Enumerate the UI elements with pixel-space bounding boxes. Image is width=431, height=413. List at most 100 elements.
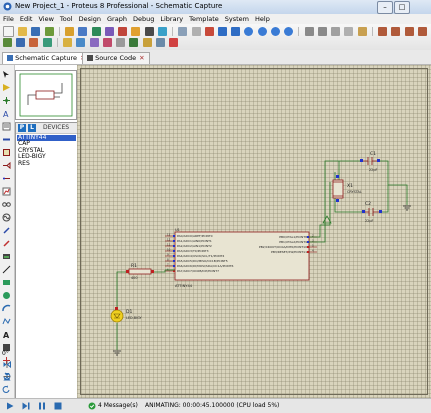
menu-edit[interactable]: Edit [19,15,33,23]
terminals-icon[interactable] [2,161,11,170]
path-2d-icon[interactable] [2,317,11,326]
netlist-to-ares-icon[interactable] [169,38,179,47]
wire-autorouter-icon[interactable] [63,38,73,47]
wire-label-icon[interactable]: A [2,109,11,118]
close-project-icon[interactable] [44,27,54,36]
new-sheet-icon[interactable] [102,38,112,47]
bus-icon[interactable] [2,135,11,144]
block-copy-icon[interactable] [378,27,388,36]
property-assignment-icon[interactable] [89,38,99,47]
library-manager-button[interactable]: L [28,124,36,132]
device-item-attiny44[interactable]: ATTINY44 [17,134,76,142]
crystal-x1[interactable] [332,179,344,199]
arc-2d-icon[interactable] [2,304,11,313]
wire-to-ground[interactable] [388,184,408,205]
minimize-button[interactable]: – [377,1,393,14]
stop-icon[interactable] [54,402,62,410]
crosshair-icon[interactable] [217,27,227,36]
origin-icon[interactable] [204,27,214,36]
undo-icon[interactable] [304,27,314,36]
pick-devices-button[interactable]: P [18,124,26,132]
new-file-icon[interactable] [3,26,14,37]
ground-symbol-caps[interactable] [403,205,411,211]
save-icon[interactable] [31,27,41,36]
capacitor-c1[interactable] [363,157,377,165]
help-icon[interactable] [157,27,167,36]
symbol-2d-icon[interactable] [2,343,11,352]
search-tag-icon[interactable] [76,38,86,47]
device-item-res[interactable]: RES [18,159,30,167]
wire-xtal2[interactable] [309,160,339,243]
menu-system[interactable]: System [224,15,250,23]
zoom-all-icon[interactable] [270,27,280,36]
copy-icon[interactable] [344,27,354,36]
menu-view[interactable]: View [38,15,54,23]
menu-debug[interactable]: Debug [132,15,155,23]
text-script-icon[interactable] [2,122,11,131]
remove-sheet-icon[interactable] [116,38,126,47]
open-folder-icon[interactable] [18,27,28,36]
source-code-icon[interactable] [144,27,154,36]
wire-caps-ground[interactable] [339,160,389,213]
maximize-button[interactable]: □ [394,1,410,14]
play-icon[interactable] [6,402,14,410]
text-2d-icon[interactable]: A [2,330,11,339]
pick-device-icon[interactable] [3,38,12,47]
tab-schematic-capture[interactable]: Schematic Capture✕ [2,52,91,64]
rotation-angle[interactable]: 0° [2,350,9,357]
schematic-icon[interactable] [78,27,88,36]
decompose-icon[interactable] [42,38,52,47]
menu-tool[interactable]: Tool [59,15,73,23]
block-move-icon[interactable] [391,27,401,36]
voltage-probe-icon[interactable] [2,226,11,235]
menu-library[interactable]: Library [160,15,184,23]
subcircuit-icon[interactable] [2,148,11,157]
ground-symbol-led[interactable] [113,350,121,356]
virtual-instruments-icon[interactable] [2,252,11,261]
electrical-rule-check-icon[interactable] [155,38,165,47]
resistor-r1[interactable] [128,268,152,275]
mirror-x-icon[interactable] [2,360,12,369]
menu-help[interactable]: Help [255,15,270,23]
device-item-crystal[interactable]: CRYSTAL [18,146,45,154]
selection-mode-icon[interactable] [2,70,11,79]
step-icon[interactable] [22,402,30,410]
refresh-icon[interactable] [178,27,188,36]
zoom-out-icon[interactable] [257,27,267,36]
menu-design[interactable]: Design [78,15,102,23]
graph-icon[interactable] [2,187,11,196]
menu-graph[interactable]: Graph [107,15,127,23]
mcu-body[interactable] [174,231,310,281]
paste-icon[interactable] [357,27,367,36]
device-item-led-bigy[interactable]: LED-BIGY [18,153,46,161]
rotate-anticlockwise-icon[interactable] [2,385,11,394]
zoom-in-icon[interactable] [244,27,254,36]
3d-view-icon[interactable] [104,27,114,36]
redo-icon[interactable] [317,27,327,36]
gerber-icon[interactable] [118,27,128,36]
generator-icon[interactable] [2,213,11,222]
exit-to-parent-icon[interactable] [129,38,139,47]
wire-r1-led[interactable] [116,271,129,310]
message-status-icon[interactable] [88,402,96,410]
pan-icon[interactable] [231,27,241,36]
zoom-area-icon[interactable] [284,27,294,36]
tape-recorder-icon[interactable] [2,200,11,209]
led-d1[interactable] [110,309,124,323]
bom-icon[interactable] [131,27,141,36]
block-delete-icon[interactable] [417,27,427,36]
circle-2d-icon[interactable] [2,291,11,300]
close-tab-icon[interactable]: ✕ [139,54,145,62]
component-mode-icon[interactable] [2,83,11,92]
capacitor-c2[interactable] [365,208,379,216]
packaging-icon[interactable] [29,38,39,47]
pcb-layout-icon[interactable] [91,27,101,36]
junction-dot-icon[interactable] [2,96,11,105]
menu-file[interactable]: File [3,15,14,23]
block-rotate-icon[interactable] [404,27,414,36]
bill-of-materials-icon[interactable] [142,38,152,47]
device-pins-icon[interactable] [2,174,11,183]
wire-xtal1[interactable] [309,189,331,238]
menu-template[interactable]: Template [189,15,219,23]
home-icon[interactable] [65,27,75,36]
